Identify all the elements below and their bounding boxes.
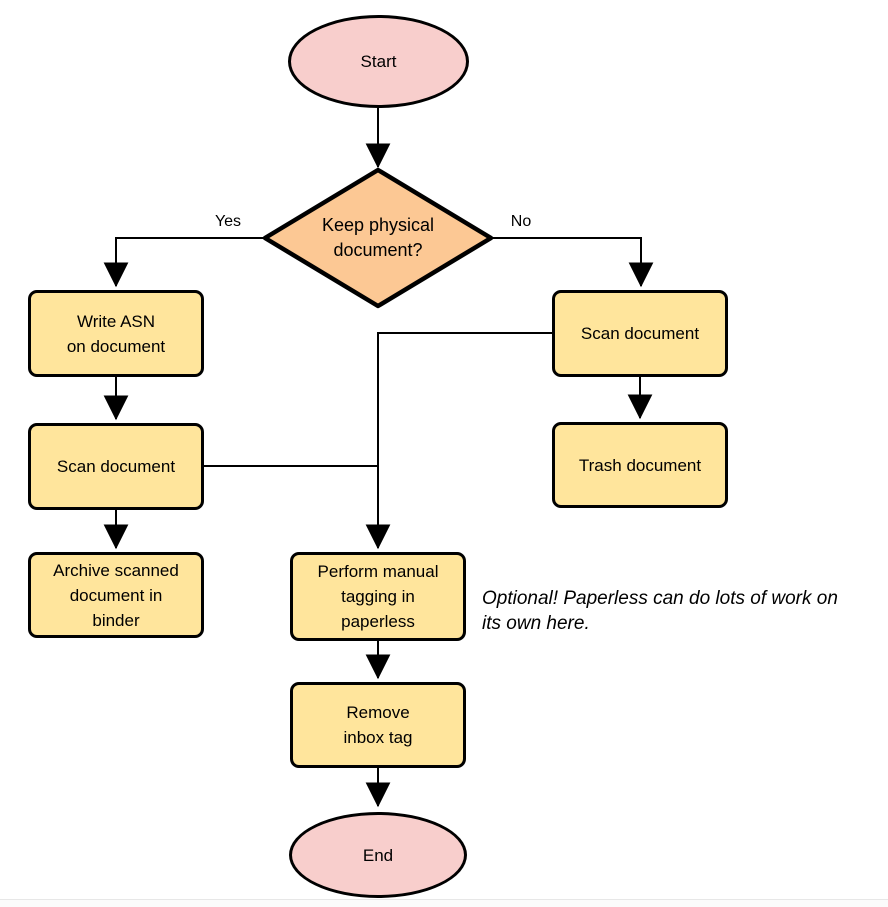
decision-diamond-shape	[262, 167, 494, 309]
edge-label-yes: Yes	[200, 212, 256, 231]
node-scan-document-left: Scan document	[28, 423, 204, 510]
node-write-asn-on-document: Write ASN on document	[28, 290, 204, 377]
node-start: Start	[288, 15, 469, 108]
node-end: End	[289, 812, 467, 898]
optional-note: Optional! Paperless can do lots of work …	[482, 588, 838, 634]
edge-decision-no-to-scan-right	[491, 237, 654, 288]
edge-scan-right-to-tagging	[365, 332, 552, 550]
node-perform-manual-tagging: Perform manual tagging in paperless	[290, 552, 466, 641]
node-scan-document-right: Scan document	[552, 290, 728, 377]
edge-label-no: No	[493, 212, 549, 231]
node-archive-scanned-document: Archive scanned document in binder	[28, 552, 204, 638]
node-decision-label: Keep physical document?	[321, 215, 435, 260]
node-remove-inbox-tag: Remove inbox tag	[290, 682, 466, 768]
page-bottom-edge	[0, 899, 888, 907]
edge-decision-yes-to-write-asn	[103, 237, 265, 288]
diamond-polygon	[262, 167, 494, 309]
node-trash-document: Trash document	[552, 422, 728, 508]
